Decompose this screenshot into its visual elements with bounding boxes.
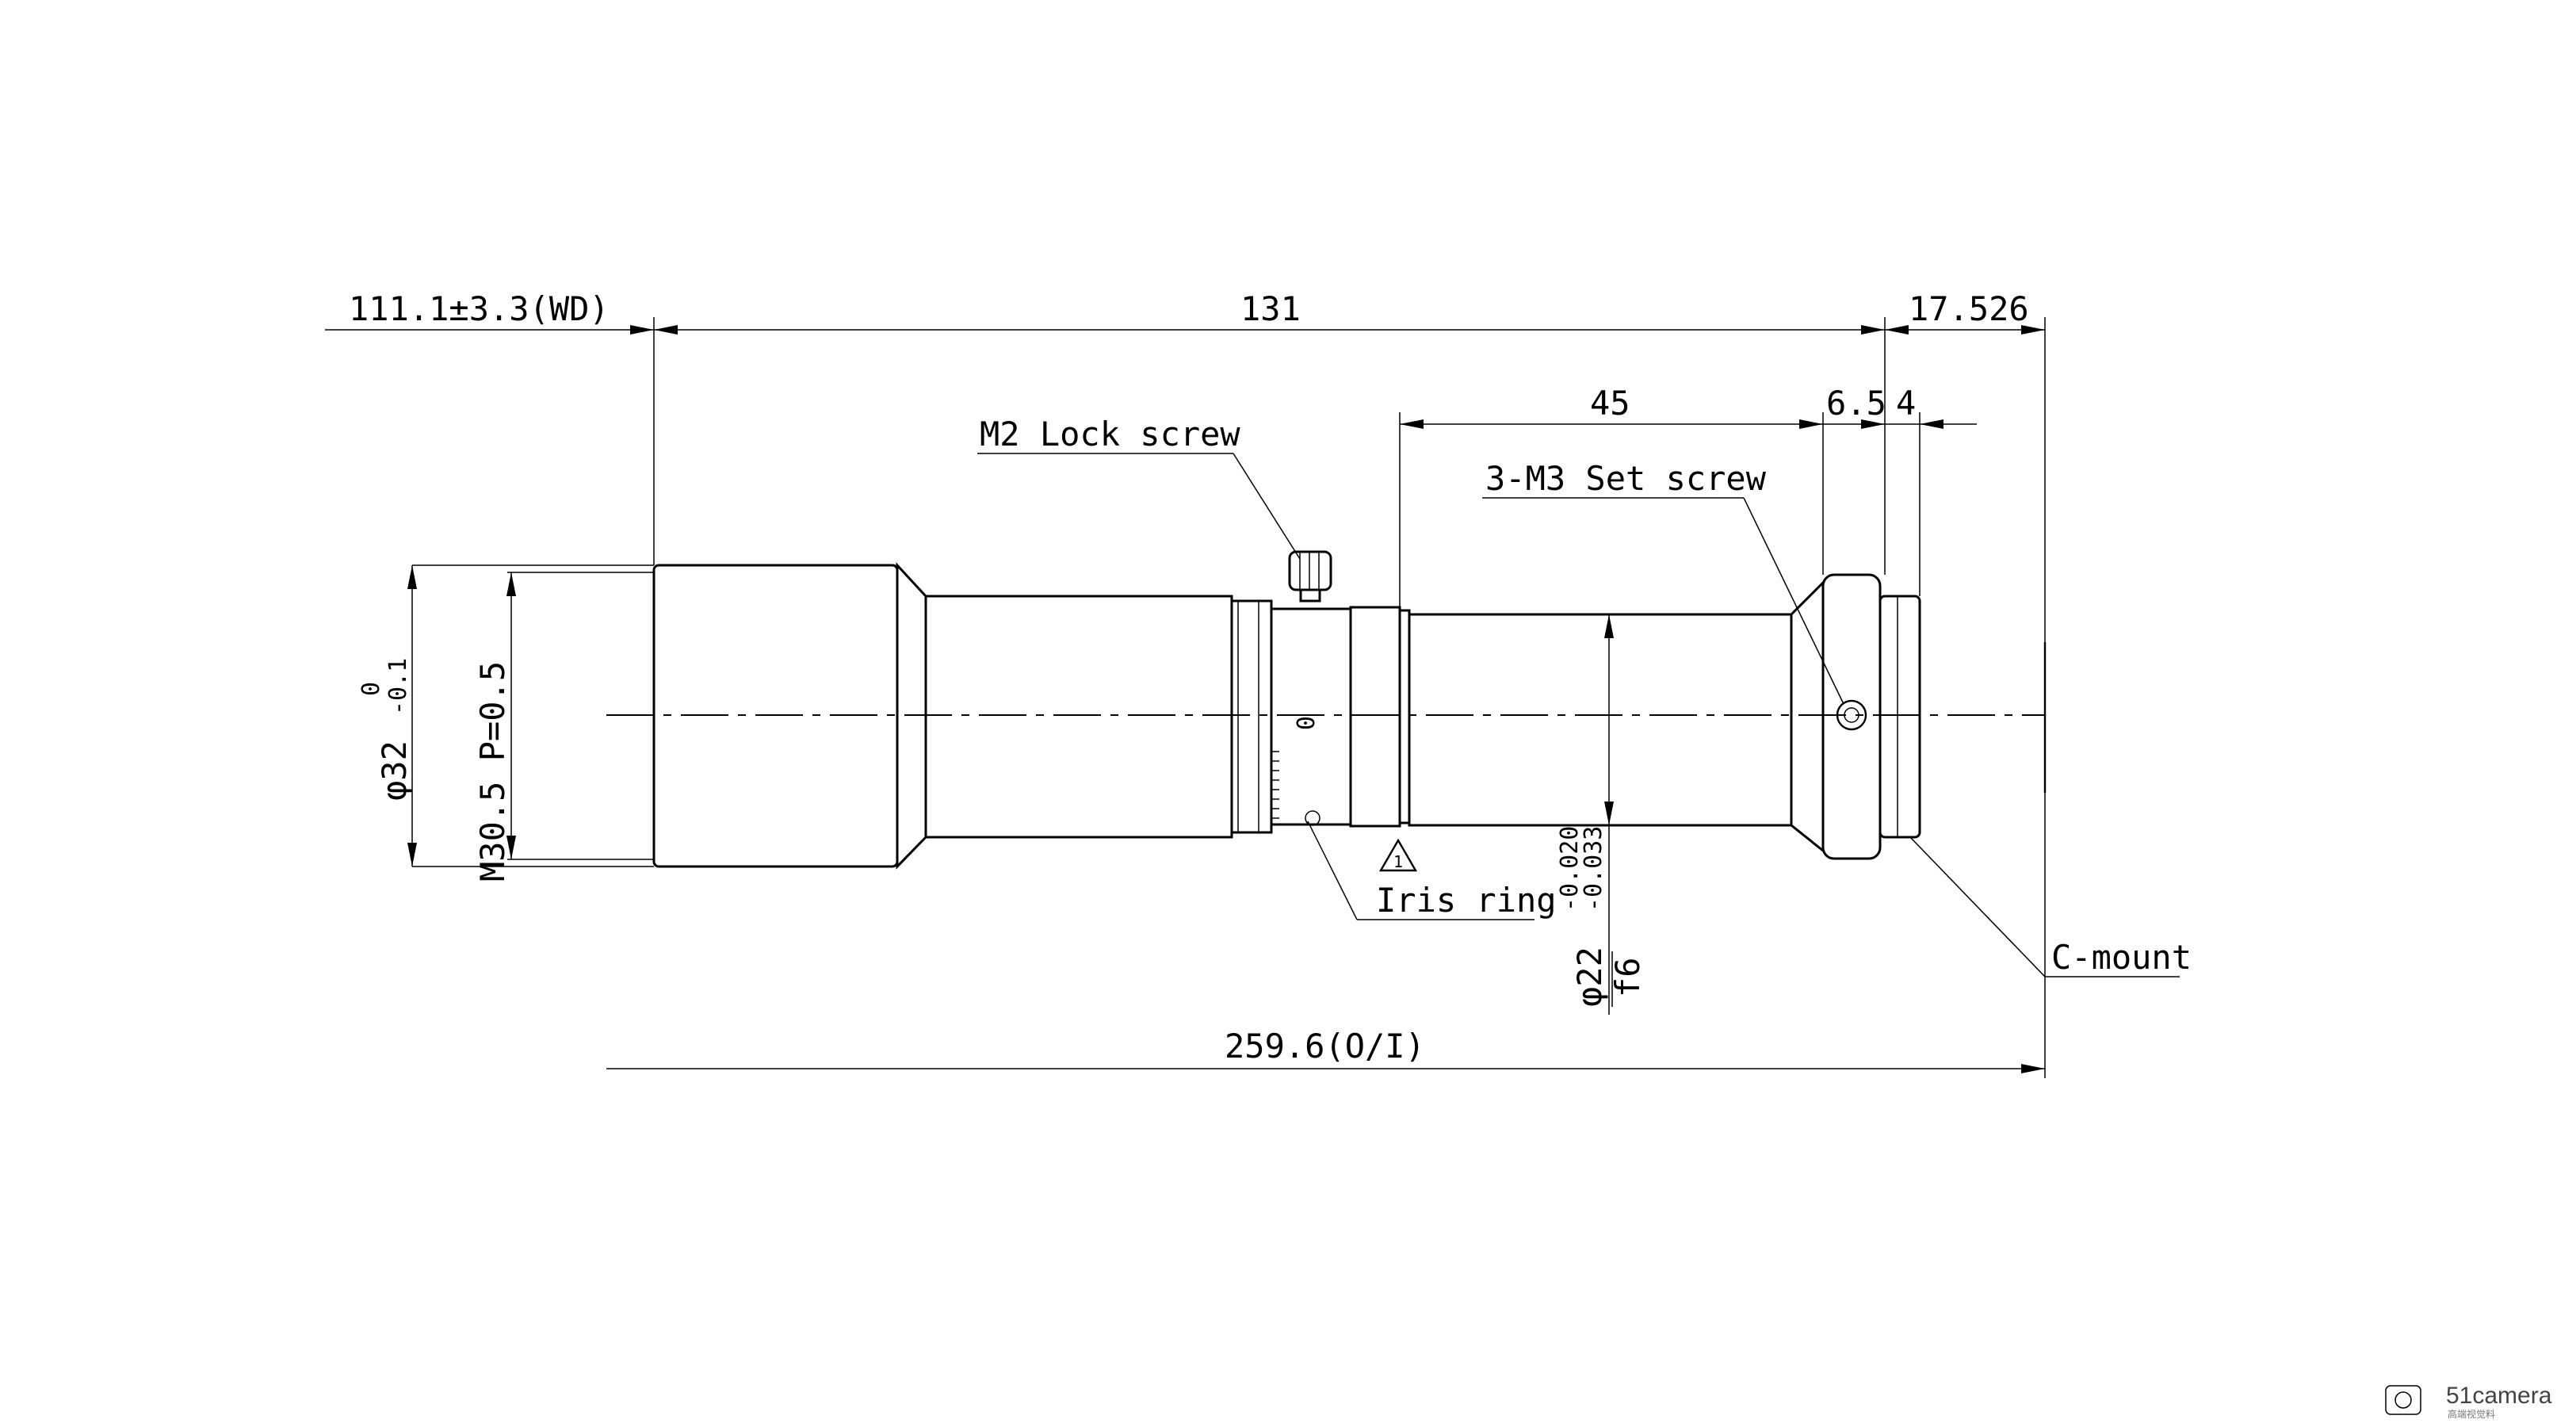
dim-overall: 259.6(O/I) <box>1225 1027 1425 1065</box>
dim-phi22-group: φ22 -0.020 -0.033 f6 <box>1556 826 1647 1007</box>
iris-ring <box>1270 607 1352 826</box>
dim-131: 131 <box>1240 289 1301 328</box>
extension-lines <box>412 317 2046 1078</box>
note-triangle-icon: 1 <box>1378 838 1418 872</box>
middle-tube <box>924 595 1233 839</box>
c-mount-thread <box>1878 595 1921 839</box>
dim-m30: M30.5 P=0.5 <box>473 661 512 882</box>
leader-lines <box>977 453 2180 977</box>
watermark: 51camera 高端视觉料 <box>2385 1383 2552 1420</box>
dim-phi32-group: φ32 0 -0.1 <box>357 658 414 801</box>
label-c-mount: C-mount <box>2051 938 2192 977</box>
dim-45: 45 <box>1590 384 1630 423</box>
note-number: 1 <box>1393 852 1403 871</box>
camera-logo-icon <box>2385 1385 2421 1415</box>
rear-collar <box>1349 606 1401 828</box>
watermark-sub: 高端视觉料 <box>2448 1408 2495 1420</box>
mount-adapter-ring <box>1821 573 1882 860</box>
dim-phi22-fit: f6 <box>1608 957 1647 997</box>
rear-tube <box>1408 613 1793 827</box>
dimension-lines <box>325 325 2045 1073</box>
iris-scale: 0 <box>1271 716 1320 826</box>
dim-phi22-tol-lower: -0.033 <box>1580 826 1607 912</box>
dim-m30-group: M30.5 P=0.5 <box>473 661 512 882</box>
dim-flange-back: 17.526 <box>1909 289 2029 328</box>
dim-wd: 111.1±3.3(WD) <box>349 289 610 328</box>
lock-screw <box>1288 550 1332 603</box>
lens-body: 0 <box>652 562 2047 870</box>
dim-phi32-tol-lower: -0.1 <box>384 658 412 715</box>
iris-marker-dot <box>1305 810 1320 826</box>
dim-phi32: φ32 <box>375 740 414 801</box>
dim-6-5: 6.5 <box>1826 384 1886 423</box>
iris-zero-mark: 0 <box>1290 716 1318 730</box>
dim-phi22: φ22 <box>1570 947 1609 1007</box>
dim-4: 4 <box>1896 384 1916 423</box>
label-lock-screw: M2 Lock screw <box>980 415 1240 453</box>
dim-phi22-tol-upper: -0.020 <box>1556 826 1584 912</box>
watermark-text: 51camera <box>2446 1383 2552 1409</box>
dim-phi32-tol-upper: 0 <box>357 682 385 696</box>
label-set-screw: 3-M3 Set screw <box>1485 459 1767 498</box>
label-iris-ring: Iris ring <box>1376 881 1557 920</box>
